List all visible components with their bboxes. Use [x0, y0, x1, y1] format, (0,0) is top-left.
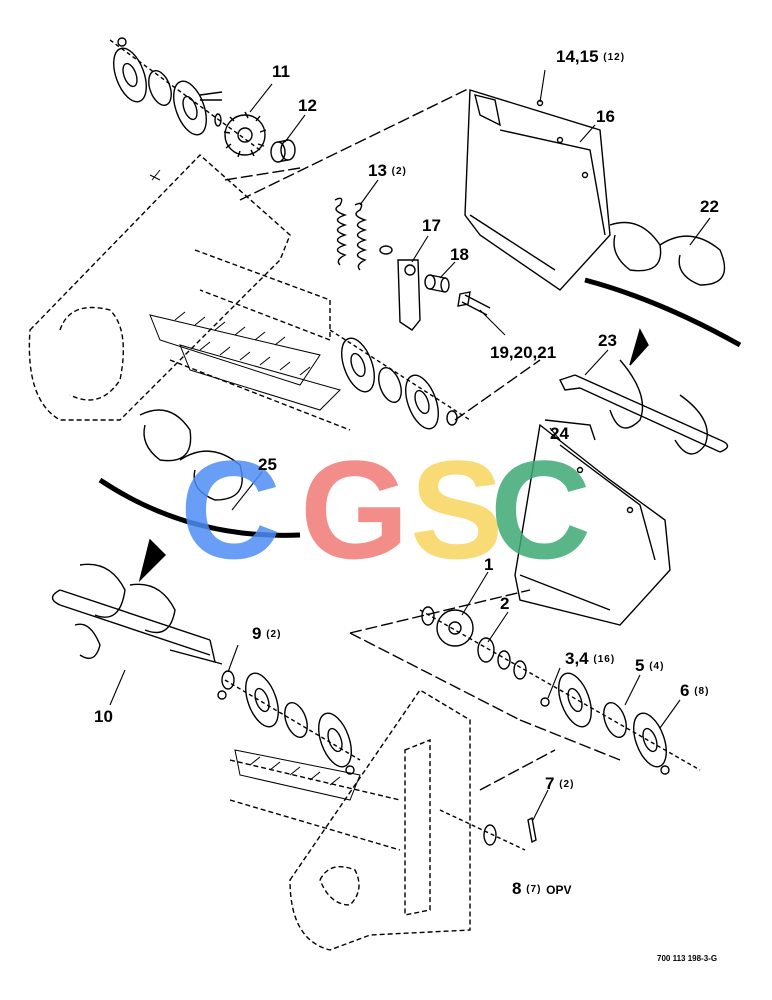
callout-18: 18	[450, 245, 469, 264]
callout-22: 22	[700, 197, 719, 216]
callout-9: 9 (2)	[252, 624, 282, 643]
middle-bearing-assembly	[329, 329, 471, 430]
shield-item-16	[464, 89, 611, 291]
callout-8: 8 (7) OPV	[512, 879, 572, 898]
shield-item-24	[514, 419, 671, 626]
leader-lines	[109, 69, 711, 821]
watermark-letter-2: G	[300, 431, 409, 588]
pin-item-7	[527, 816, 537, 844]
callout-19-20-21: 19,20,21	[490, 343, 557, 362]
lower-left-bearing-assembly	[217, 670, 361, 775]
callout-2: 2	[500, 594, 510, 613]
callout-17: 17	[422, 216, 441, 235]
callout-13: 13 (2)	[368, 161, 407, 180]
callout-14-15: 14,15 (12)	[556, 47, 626, 66]
watermark-letter-1: C	[180, 431, 282, 588]
callout-5: 5 (4)	[635, 656, 665, 675]
callout-10: 10	[94, 707, 113, 726]
left-upper-frame	[28, 154, 351, 431]
callout-7: 7 (2)	[545, 774, 575, 793]
lower-chain-belt	[234, 749, 361, 801]
watermark-letter-3: S	[410, 431, 504, 588]
watermark-letter-4: C	[490, 431, 592, 588]
pin-item-18	[424, 274, 450, 293]
callout-24: 24	[550, 424, 569, 443]
upper-chain-belt	[149, 311, 341, 411]
arm-item-17	[379, 245, 421, 331]
bolt-item-19	[457, 291, 491, 316]
upper-right-auger	[559, 221, 742, 455]
lower-right-bearing-assembly	[419, 606, 701, 775]
drawing-number: 700 113 198-3-G	[657, 954, 718, 963]
callout-3-4: 3,4 (16)	[565, 649, 616, 668]
callout-16: 16	[596, 107, 615, 126]
callout-6: 6 (8)	[680, 681, 710, 700]
lower-frame	[229, 689, 471, 951]
upper-bearing-assembly	[109, 37, 261, 151]
callout-11: 11	[272, 62, 290, 81]
callout-12: 12	[298, 96, 317, 115]
springs-item-13	[334, 197, 368, 271]
washer-item-8	[439, 809, 526, 851]
callout-23: 23	[598, 331, 617, 350]
callout-1: 1	[484, 555, 494, 574]
spacer-item-12	[270, 139, 296, 163]
lower-left-auger	[51, 409, 301, 665]
callout-25: 25	[258, 455, 277, 474]
sprocket-item-11	[223, 111, 267, 158]
